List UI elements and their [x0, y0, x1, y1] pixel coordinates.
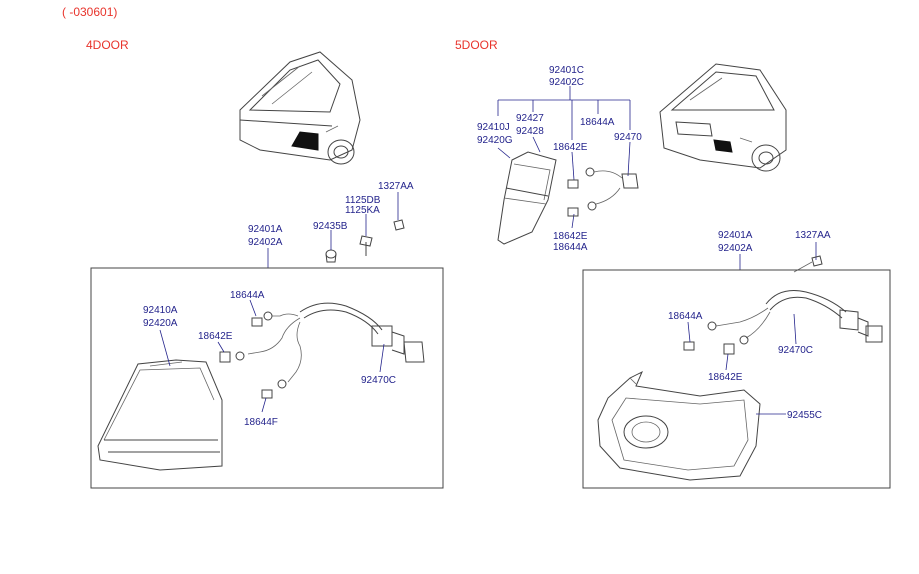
bulb-18642e-top-icon — [567, 179, 579, 189]
left-assembly-box — [90, 267, 444, 489]
revision-code: ( -030601) — [62, 5, 117, 19]
sedan-rear-illustration — [239, 51, 361, 165]
bulb-18644a-mid-icon — [567, 207, 579, 217]
label-92428: 92428 — [516, 126, 544, 137]
bulb-18644a-icon — [251, 317, 263, 327]
label-18644a-top: 18644A — [580, 117, 615, 128]
label-92410a: 92410A — [143, 305, 178, 316]
label-18644a-box: 18644A — [668, 311, 703, 322]
grommet-92435b-icon — [325, 249, 337, 263]
wiring-harness-92470c-icon — [235, 302, 425, 389]
tail-lamp-4door-icon — [97, 359, 223, 471]
label-18644a-mid: 18644A — [553, 242, 588, 253]
label-92401c: 92401C — [549, 65, 584, 76]
label-18644f: 18644F — [244, 417, 278, 428]
label-92402a-right: 92402A — [718, 243, 753, 254]
hatchback-rear-illustration — [659, 63, 787, 172]
nut-1327aa-right-icon — [811, 255, 823, 267]
label-92410j: 92410J — [477, 122, 510, 133]
label-92455c: 92455C — [787, 410, 822, 421]
wiring-harness-92470c-right-icon — [707, 290, 883, 345]
label-18644a: 18644A — [230, 290, 265, 301]
label-18642e: 18642E — [198, 331, 233, 342]
nut-1327aa-icon — [393, 219, 405, 231]
label-92420g: 92420G — [477, 135, 513, 146]
label-1327aa-right: 1327AA — [795, 230, 831, 241]
right-assembly-box — [582, 269, 891, 489]
wiring-harness-92470-icon — [585, 167, 639, 211]
variant-5door-label: 5DOOR — [455, 38, 498, 52]
label-18642e-box: 18642E — [708, 372, 743, 383]
label-1327aa: 1327AA — [378, 181, 414, 192]
label-92470c: 92470C — [361, 375, 396, 386]
tail-lamp-5door-upper-icon — [497, 151, 557, 245]
label-92435b: 92435B — [313, 221, 348, 232]
tail-lamp-5door-lower-icon — [597, 370, 761, 481]
label-92401a-right: 92401A — [718, 230, 753, 241]
label-92401a: 92401A — [248, 224, 283, 235]
screw-1125-icon — [359, 235, 373, 256]
bulb-18642e-icon — [219, 351, 231, 363]
bulb-18644a-box-icon — [683, 341, 695, 351]
label-92427: 92427 — [516, 113, 544, 124]
variant-4door-label: 4DOOR — [86, 38, 129, 52]
label-1125db: 1125DB — [345, 195, 381, 206]
bulb-18644f-icon — [261, 389, 273, 399]
label-92420a: 92420A — [143, 318, 178, 329]
label-92402a: 92402A — [248, 237, 283, 248]
label-92402c: 92402C — [549, 77, 584, 88]
label-18642e-mid: 18642E — [553, 231, 588, 242]
label-1125ka: 1125KA — [345, 205, 380, 216]
label-92470c-right: 92470C — [778, 345, 813, 356]
label-92470: 92470 — [614, 132, 642, 143]
bulb-18642e-box-icon — [723, 343, 735, 355]
label-18642e-top: 18642E — [553, 142, 588, 153]
